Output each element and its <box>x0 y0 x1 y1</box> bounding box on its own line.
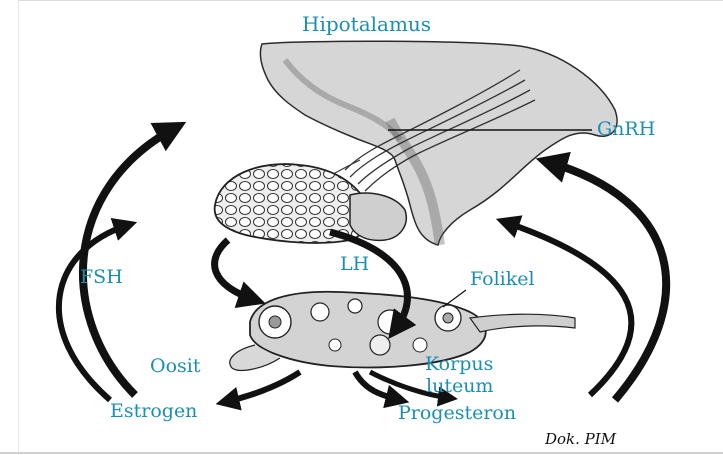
progesteron-feedback-outer-arrow <box>548 162 666 400</box>
progesteron-feedback-inner-arrow <box>505 222 631 395</box>
fsh-arrow <box>215 240 255 300</box>
hipotalamus-label: Hipotalamus <box>302 14 431 34</box>
korpus-label: Korpus <box>425 355 493 374</box>
follicle-small-3 <box>329 339 341 351</box>
estrogen-arrow <box>225 372 300 402</box>
estrogen-label: Estrogen <box>110 402 197 421</box>
image-credit: Dok. PIM <box>545 430 616 448</box>
oosit-label: Oosit <box>150 357 200 376</box>
follicle-small-4 <box>413 338 427 352</box>
anterior-pituitary <box>215 164 369 243</box>
lh-label: LH <box>340 255 369 274</box>
follicle-mature-inner <box>443 313 453 323</box>
posterior-pituitary <box>350 193 406 240</box>
corpus-luteum-body <box>370 335 390 355</box>
folikel-pointer-line <box>443 290 466 307</box>
follicle-small-1 <box>311 303 329 321</box>
follicle-small-2 <box>348 299 362 313</box>
ovarian-ligament <box>470 314 575 332</box>
progesteron-label: Progesteron <box>398 404 516 423</box>
luteum-label: luteum <box>426 377 493 396</box>
fsh-label: FSH <box>80 268 123 287</box>
frame-bottom-edge <box>0 452 723 454</box>
oocyte-nucleus <box>269 316 281 328</box>
folikel-label: Folikel <box>470 270 535 289</box>
gnrh-label: GnRH <box>597 120 655 139</box>
